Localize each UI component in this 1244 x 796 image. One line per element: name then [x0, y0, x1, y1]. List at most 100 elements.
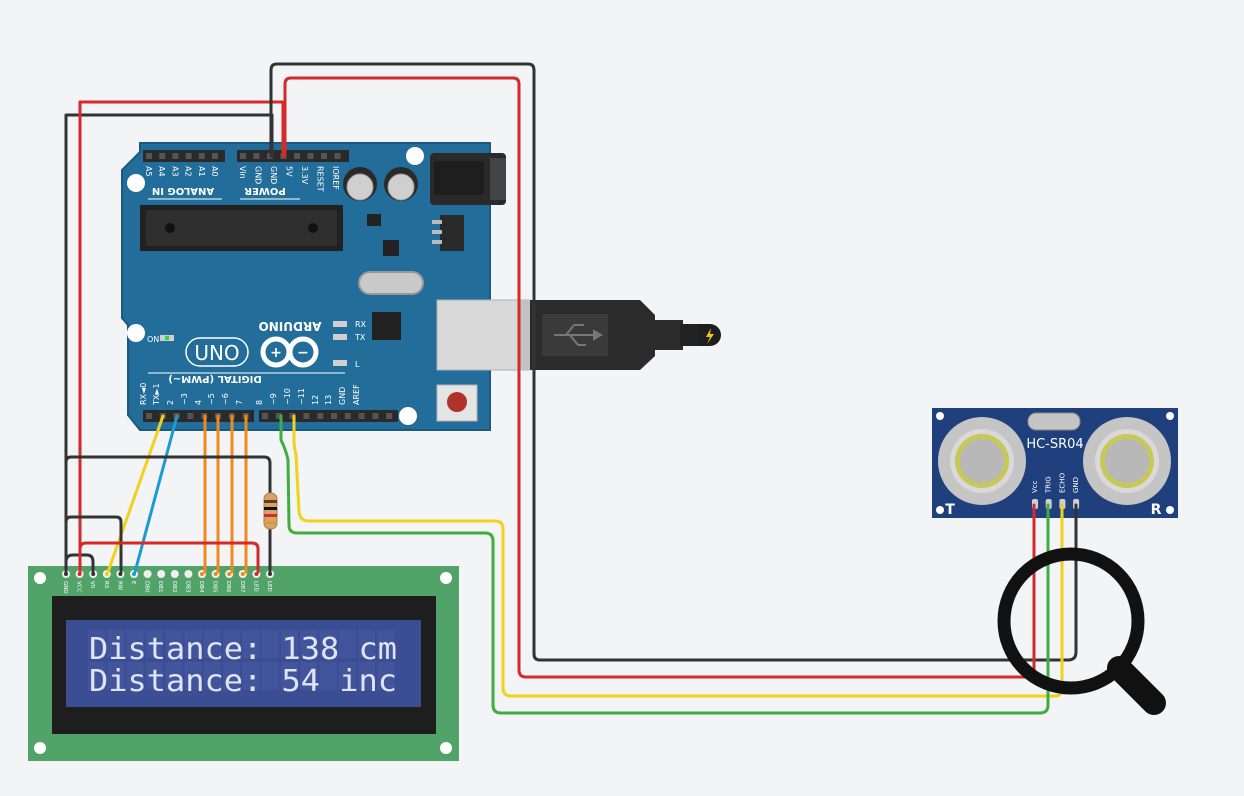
- mounting-hole: [440, 572, 452, 584]
- digital-header-low: [143, 410, 254, 422]
- mounting-hole: [440, 742, 452, 754]
- lcd-char-cell: [184, 662, 202, 690]
- mounting-hole: [127, 324, 145, 342]
- wire-lcd-vcc[interactable]: [78, 100, 285, 574]
- usb-port: [436, 299, 531, 371]
- usb-cable[interactable]: [436, 299, 721, 371]
- lcd-char-cell: [145, 630, 163, 658]
- pin-hole: [372, 413, 379, 419]
- rx-led: [333, 321, 347, 327]
- wire-rw-gnd[interactable]: [64, 515, 123, 574]
- digital-pin-label: RX◄0: [139, 383, 148, 405]
- on-label: ON: [147, 335, 159, 344]
- lcd-char-cell: [107, 630, 125, 658]
- pin-label: RESET: [316, 166, 325, 192]
- mounting-hole: [34, 572, 46, 584]
- pin-label: IOREF: [331, 166, 340, 190]
- mounting-hole: [34, 742, 46, 754]
- uno-model-text: UNO: [194, 341, 239, 365]
- lcd-char-cell: [145, 662, 163, 690]
- digital-pin-label: 13: [324, 395, 333, 405]
- lcd-char-cell: [281, 662, 298, 690]
- pin-hole: [307, 153, 314, 159]
- atmega-chip: [140, 205, 343, 251]
- wire-led-gnd[interactable]: [64, 455, 272, 574]
- lcd-char-cell: [377, 662, 395, 690]
- digital-pin-label: ~6: [221, 393, 230, 405]
- pin-hole: [240, 153, 246, 159]
- voltage-regulator: [432, 215, 464, 251]
- pin-label: A2: [184, 166, 193, 177]
- reset-button[interactable]: [436, 384, 478, 422]
- pin-hole: [303, 413, 310, 419]
- resistor[interactable]: [263, 492, 278, 530]
- wire-sensor-gnd[interactable]: [269, 62, 1078, 662]
- l-label: L: [355, 360, 360, 369]
- lcd-char-cell: [338, 630, 356, 658]
- lcd-char-cell: [300, 630, 318, 658]
- mounting-hole: [406, 147, 424, 165]
- digital-pin-label: GND: [338, 387, 347, 405]
- wire-enable[interactable]: [133, 414, 179, 574]
- lcd-char-cell: [319, 630, 337, 658]
- lcd-pin-core: [213, 572, 218, 576]
- lcd-char-cell: [358, 630, 376, 658]
- sensor-crystal: [1027, 412, 1081, 431]
- mounting-hole: [127, 174, 145, 192]
- power-header-label: POWER: [244, 185, 286, 196]
- lcd-pin-label: DB4: [198, 581, 204, 593]
- transmitter-mark: T: [945, 502, 955, 518]
- lcd-char-cell: [338, 662, 356, 690]
- mounting-hole: [936, 412, 944, 420]
- svg-text:+: +: [270, 345, 282, 361]
- magnifier-icon[interactable]: [997, 547, 1166, 715]
- digital-pin-label: AREF: [352, 384, 361, 405]
- pin-hole: [386, 413, 393, 419]
- wire-sensor-echo[interactable]: [292, 414, 1064, 698]
- lcd-pin-label: RW: [116, 581, 122, 591]
- pin-hole: [294, 153, 300, 159]
- lcd-pin-label: DB3: [184, 581, 190, 593]
- power-jack: [430, 153, 506, 205]
- lcd-char-cell: [88, 630, 105, 658]
- pin-hole: [275, 413, 282, 419]
- sensor-model-label: HC-SR04: [1026, 437, 1083, 452]
- wires: [64, 62, 1078, 715]
- pin-hole: [185, 153, 192, 159]
- lcd-pin-core: [172, 572, 177, 576]
- mounting-hole: [936, 506, 944, 514]
- transmitter-transducer: [938, 417, 1026, 505]
- usb-chip: [372, 312, 401, 340]
- lcd-pin-core: [240, 572, 245, 576]
- pin-label: A3: [170, 166, 179, 177]
- wire-rs[interactable]: [106, 414, 165, 574]
- wire-led-anode[interactable]: [78, 541, 260, 574]
- lcd-char-cell: [242, 662, 260, 690]
- lcd-pin-label: DB5: [212, 581, 218, 593]
- lcd-char-cell: [261, 630, 279, 658]
- pin-hole: [187, 413, 194, 419]
- lcd-char-cell: [126, 662, 144, 690]
- pin-hole: [344, 413, 351, 419]
- arduino-brand-text: ARDUINO: [259, 319, 322, 333]
- lcd-pin-label: DB6: [225, 581, 231, 593]
- pin-label: A4: [157, 166, 166, 177]
- mounting-hole: [1166, 506, 1174, 514]
- on-led-light: [165, 336, 169, 340]
- lcd-char-cell: [358, 662, 376, 690]
- wire-sensor-trig[interactable]: [279, 414, 1050, 715]
- pin-hole: [331, 413, 337, 419]
- lcd-pin-core: [145, 572, 150, 576]
- digital-pin-label: TX►1: [152, 383, 161, 406]
- capacitor-left: [343, 167, 377, 201]
- lcd-pin-label: LED: [266, 581, 272, 592]
- lcd-pin-label: E: [130, 581, 136, 585]
- lcd-pin-label: DB2: [171, 581, 177, 593]
- pin-hole: [317, 413, 324, 419]
- pin-label: 3.3V: [300, 166, 309, 185]
